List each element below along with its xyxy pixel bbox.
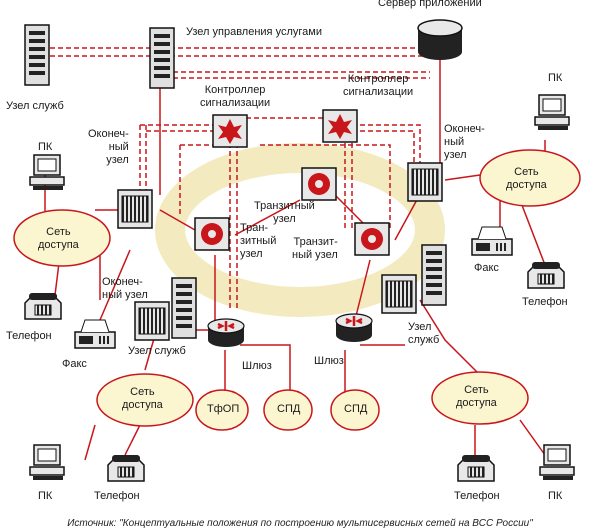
phone-label-bl: Телефон [94,490,140,502]
pc-icon [534,94,570,131]
transit-node-icon [194,217,230,251]
cabinet-icon [407,162,443,202]
fax-icon [471,226,513,256]
phone-icon [107,454,145,482]
cabinet-icon [134,301,170,341]
phone-label-right: Телефон [522,296,568,308]
pstn-cloud [195,389,249,431]
service-node-label-tl: Узел служб [6,100,64,112]
server-tower-icon [421,244,447,306]
access-network-right [479,149,581,207]
access-label-bl: Сеть доступа [122,386,163,411]
pstn-label: ТфОП [207,403,240,415]
access-label-left: Сеть доступа [38,226,79,251]
transit-label-left: Тран- зитный узел [240,222,277,260]
controller-label-left: Контроллер сигнализации [200,84,271,109]
transit-label-top: Транзитный узел [254,200,315,225]
access-network-bottom-right [431,371,529,425]
transport-ring [155,143,445,317]
edge-node-label-right: Оконеч- ный узел [444,123,485,161]
gateway-label-left: Шлюз [242,360,272,372]
phone-icon [457,454,495,482]
service-control-node-label: Узел управления услугами [186,26,322,38]
cabinet-icon [117,189,153,229]
transit-node-icon [301,167,337,201]
transit-label-right: Транзит- ный узел [292,236,338,261]
pc-icon [29,154,65,191]
pc-icon [539,444,575,481]
pc-label-bl: ПК [38,490,53,502]
source-caption: Источник: "Концептуальные положения по п… [67,518,533,529]
pc-label-br: ПК [548,490,563,502]
control-links [50,47,430,310]
service-node-label-right: Узел служб [408,321,440,346]
access-network-bottom-left [96,373,194,427]
database-icon [417,19,463,60]
data-network-right [330,389,380,431]
server-tower-icon [149,27,175,89]
pc-label-tl: ПК [38,141,53,153]
gateway-label-right: Шлюз [314,355,344,367]
controller-icon [322,109,358,143]
service-node-label-left: Узел служб [128,345,186,357]
edge-node-label-left: Оконеч- ный узел [88,128,129,166]
data-network-left [263,389,313,431]
transit-node-icon [354,222,390,256]
data-network-label-right: СПД [344,403,368,415]
data-links [44,58,546,461]
server-tower-icon [24,24,50,86]
pc-icon [29,444,65,481]
fax-label-left: Факс [62,358,87,370]
server-tower-icon [171,277,197,339]
edge-node-label-low: Оконеч- ный узел [102,276,148,301]
pc-label-tr: ПК [548,72,563,84]
access-label-right: Сеть доступа [506,166,547,191]
router-icon [334,312,374,344]
access-label-br: Сеть доступа [456,384,497,409]
phone-label-br: Телефон [454,490,500,502]
phone-icon [24,292,62,320]
controller-icon [212,114,248,148]
cabinet-icon [381,274,417,314]
data-network-label-left: СПД [277,403,301,415]
phone-icon [527,261,565,289]
router-icon [206,317,246,349]
controller-label-right: Контроллер сигнализации [343,73,414,98]
fax-label-right: Факс [474,262,499,274]
access-network-left [13,209,111,267]
app-server-label: Сервер приложений [378,0,482,9]
phone-label-left: Телефон [6,330,52,342]
fax-icon [74,319,116,349]
